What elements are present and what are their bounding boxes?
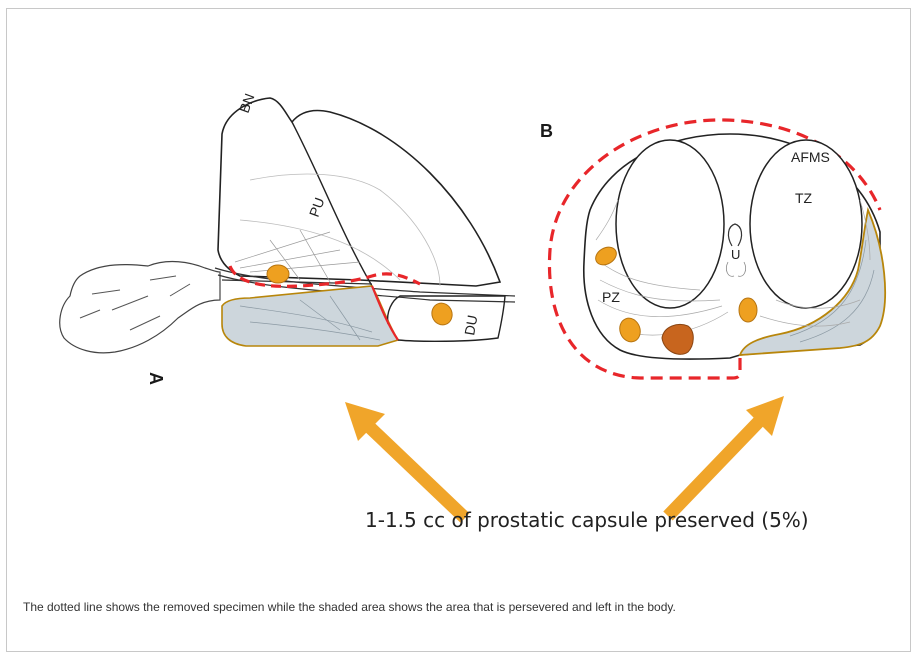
- label-tz: TZ: [795, 190, 813, 206]
- nerve-bundle-b4: [739, 298, 757, 322]
- arrow-right: [668, 396, 784, 516]
- transition-zone-left: [616, 140, 724, 308]
- panel-a: BN PU DU A: [60, 91, 515, 385]
- figure-caption: The dotted line shows the removed specim…: [23, 600, 883, 614]
- panel-letter-a: A: [146, 372, 166, 385]
- nerve-bundle-a2: [429, 300, 455, 328]
- label-u: U: [731, 247, 740, 262]
- preserved-capsule-a: [222, 286, 398, 346]
- prostate-body-outline: [218, 98, 500, 286]
- arrow-left: [345, 402, 465, 518]
- label-du: DU: [461, 314, 480, 337]
- panel-b: B AFMS TZ U PZ: [540, 120, 885, 378]
- nerve-bundle-a1: [267, 265, 289, 283]
- transition-zone-right: [750, 140, 862, 308]
- label-pz: PZ: [602, 289, 620, 305]
- label-afms: AFMS: [791, 149, 830, 165]
- panel-letter-b: B: [540, 121, 553, 141]
- preserved-annotation: 1-1.5 cc of prostatic capsule preserved …: [365, 508, 809, 532]
- seminal-vesicle: [60, 262, 220, 353]
